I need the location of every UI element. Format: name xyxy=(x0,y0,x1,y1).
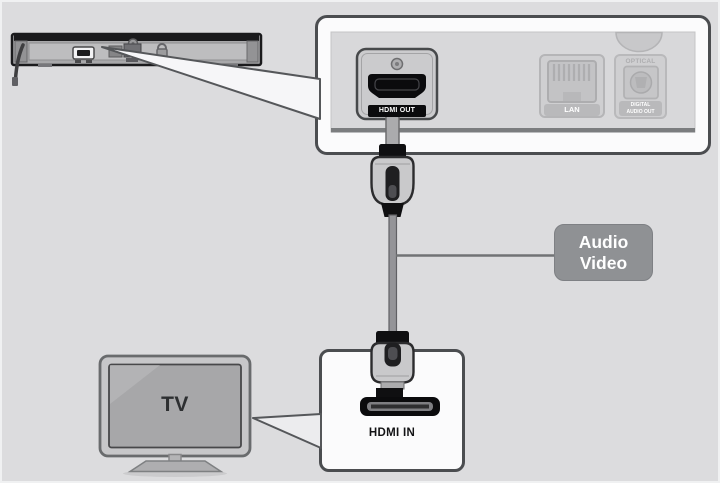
digital-audio-out-label: DIGITAL AUDIO OUT xyxy=(619,101,662,116)
digital-audio-out-line2: AUDIO OUT xyxy=(626,109,655,115)
lan-port-label: LAN xyxy=(544,104,600,116)
player-hdmi-port-small xyxy=(72,46,95,63)
tv-label: TV xyxy=(161,393,189,416)
tv-stand xyxy=(127,460,224,473)
hdmi-plug-bottom-icon xyxy=(370,331,415,399)
callout-wedge-tv xyxy=(252,413,322,449)
player-device-icon xyxy=(10,32,263,86)
hdmi-in-port-label: HDMI IN xyxy=(368,427,416,439)
tv-screen xyxy=(108,363,242,449)
hdmi-in-port-icon xyxy=(360,397,440,416)
callout-wedge-player xyxy=(101,46,321,120)
digital-audio-out-line1: DIGITAL xyxy=(630,102,651,108)
audio-label: Audio xyxy=(578,231,629,252)
power-cord xyxy=(13,43,25,81)
lan-port-icon xyxy=(539,54,605,118)
audio-video-cable-label: Audio Video xyxy=(554,224,653,281)
hdmi-cable xyxy=(388,214,398,338)
tv-icon xyxy=(98,354,252,477)
fan-icon xyxy=(615,31,663,53)
video-label: Video xyxy=(579,252,628,273)
optical-port-label: OPTICAL xyxy=(625,58,656,65)
hdmi-out-port-icon xyxy=(355,47,439,121)
hdmi-plug-top-icon xyxy=(370,115,415,217)
hdmi-out-port-label: HDMI OUT xyxy=(368,105,426,117)
